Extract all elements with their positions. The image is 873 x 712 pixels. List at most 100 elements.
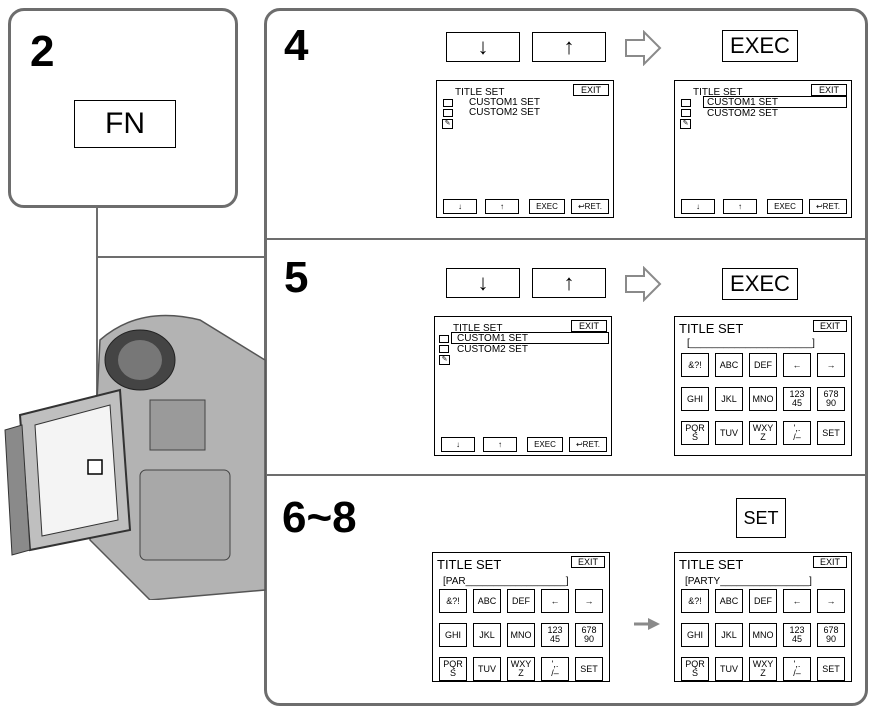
exit-button[interactable]: EXIT bbox=[573, 84, 609, 96]
screen-ret-button[interactable]: ↩RET. bbox=[571, 199, 609, 214]
menu-item-custom2[interactable]: CUSTOM2 SET bbox=[469, 107, 540, 118]
key-9[interactable]: 678 90 bbox=[575, 623, 603, 647]
key-8[interactable]: 123 45 bbox=[541, 623, 569, 647]
key-0[interactable]: &?! bbox=[681, 353, 709, 377]
key-14[interactable]: SET bbox=[575, 657, 603, 681]
key-13[interactable]: ',. /– bbox=[783, 421, 811, 445]
key-14[interactable]: SET bbox=[817, 421, 845, 445]
key-1[interactable]: ABC bbox=[473, 589, 501, 613]
exit-button[interactable]: EXIT bbox=[811, 84, 847, 96]
exit-button[interactable]: EXIT bbox=[571, 556, 605, 568]
screen-up-button[interactable]: ↑ bbox=[483, 437, 517, 452]
screen-down-button[interactable]: ↓ bbox=[443, 199, 477, 214]
return-icon: ↩ bbox=[815, 201, 823, 211]
key-0[interactable]: &?! bbox=[439, 589, 467, 613]
menu-item-custom2[interactable]: CUSTOM2 SET bbox=[707, 108, 778, 119]
screen-exec-button[interactable]: EXEC bbox=[527, 437, 563, 452]
key-8[interactable]: 123 45 bbox=[783, 387, 811, 411]
folder-icon bbox=[439, 345, 449, 353]
keyboard-title: TITLE SET bbox=[437, 557, 502, 572]
screen-down-button[interactable]: ↓ bbox=[441, 437, 475, 452]
key-1[interactable]: ABC bbox=[715, 353, 743, 377]
exec-button[interactable]: EXEC bbox=[722, 268, 798, 300]
key-3[interactable]: ← bbox=[541, 589, 569, 613]
key-2[interactable]: DEF bbox=[507, 589, 535, 613]
fn-button[interactable]: FN bbox=[74, 100, 176, 148]
key-5[interactable]: GHI bbox=[681, 387, 709, 411]
key-12[interactable]: WXY Z bbox=[507, 657, 535, 681]
key-11[interactable]: TUV bbox=[715, 657, 743, 681]
key-11[interactable]: TUV bbox=[473, 657, 501, 681]
key-11[interactable]: TUV bbox=[715, 421, 743, 445]
key-6[interactable]: JKL bbox=[715, 387, 743, 411]
selected-row-highlight bbox=[451, 332, 609, 344]
menu-item-custom1[interactable]: CUSTOM1 SET bbox=[457, 333, 528, 344]
key-4[interactable]: → bbox=[575, 589, 603, 613]
key-0[interactable]: &?! bbox=[681, 589, 709, 613]
exit-button[interactable]: EXIT bbox=[813, 320, 847, 332]
menu-item-custom1[interactable]: CUSTOM1 SET bbox=[469, 97, 540, 108]
camcorder-illustration bbox=[4, 314, 266, 600]
key-9[interactable]: 678 90 bbox=[817, 387, 845, 411]
key-9[interactable]: 678 90 bbox=[817, 623, 845, 647]
key-2[interactable]: DEF bbox=[749, 353, 777, 377]
key-1[interactable]: ABC bbox=[715, 589, 743, 613]
text-field[interactable]: [PAR__________________] bbox=[443, 576, 569, 587]
screen-ret-button[interactable]: ↩RET. bbox=[809, 199, 847, 214]
screen-exec-button[interactable]: EXEC bbox=[767, 199, 803, 214]
key-4[interactable]: → bbox=[817, 353, 845, 377]
key-10[interactable]: PQR S bbox=[681, 657, 709, 681]
key-12[interactable]: WXY Z bbox=[749, 657, 777, 681]
ret-label: RET. bbox=[582, 439, 601, 449]
pen-icon: ✎ bbox=[680, 119, 691, 129]
key-7[interactable]: MNO bbox=[749, 623, 777, 647]
key-5[interactable]: GHI bbox=[439, 623, 467, 647]
key-10[interactable]: PQR S bbox=[439, 657, 467, 681]
keyboard-title: TITLE SET bbox=[679, 321, 744, 336]
exit-button[interactable]: EXIT bbox=[813, 556, 847, 568]
folder-icon bbox=[681, 109, 691, 117]
folder-icon bbox=[439, 335, 449, 343]
key-5[interactable]: GHI bbox=[681, 623, 709, 647]
ret-label: RET. bbox=[584, 201, 603, 211]
up-button[interactable]: ↑ bbox=[532, 32, 606, 62]
text-field[interactable]: [______________________] bbox=[687, 338, 815, 349]
key-14[interactable]: SET bbox=[817, 657, 845, 681]
key-7[interactable]: MNO bbox=[749, 387, 777, 411]
key-6[interactable]: JKL bbox=[715, 623, 743, 647]
divider-4-5 bbox=[266, 238, 866, 240]
down-button[interactable]: ↓ bbox=[446, 32, 520, 62]
down-button[interactable]: ↓ bbox=[446, 268, 520, 298]
set-button[interactable]: SET bbox=[736, 498, 786, 538]
key-3[interactable]: ← bbox=[783, 589, 811, 613]
return-icon: ↩ bbox=[575, 439, 583, 449]
menu-item-custom2[interactable]: CUSTOM2 SET bbox=[457, 344, 528, 355]
screen-exec-button[interactable]: EXEC bbox=[529, 199, 565, 214]
menu-item-custom1[interactable]: CUSTOM1 SET bbox=[707, 97, 778, 108]
key-3[interactable]: ← bbox=[783, 353, 811, 377]
key-7[interactable]: MNO bbox=[507, 623, 535, 647]
key-4[interactable]: → bbox=[817, 589, 845, 613]
key-13[interactable]: ',. /– bbox=[541, 657, 569, 681]
exec-button[interactable]: EXEC bbox=[722, 30, 798, 62]
text-field[interactable]: [PARTY________________] bbox=[685, 576, 812, 587]
key-2[interactable]: DEF bbox=[749, 589, 777, 613]
screen-up-button[interactable]: ↑ bbox=[723, 199, 757, 214]
step68-number: 6~8 bbox=[282, 493, 357, 542]
exit-button[interactable]: EXIT bbox=[571, 320, 607, 332]
screen-down-button[interactable]: ↓ bbox=[681, 199, 715, 214]
key-10[interactable]: PQR S bbox=[681, 421, 709, 445]
folder-icon bbox=[681, 99, 691, 107]
key-13[interactable]: ',. /– bbox=[783, 657, 811, 681]
up-button[interactable]: ↑ bbox=[532, 268, 606, 298]
key-6[interactable]: JKL bbox=[473, 623, 501, 647]
screen-up-button[interactable]: ↑ bbox=[485, 199, 519, 214]
key-8[interactable]: 123 45 bbox=[783, 623, 811, 647]
menu-screen-4a: TITLE SET EXIT CUSTOM1 SET CUSTOM2 SET ✎… bbox=[436, 80, 614, 218]
next-arrow-icon bbox=[625, 266, 662, 302]
step5-number: 5 bbox=[284, 253, 309, 302]
screen-ret-button[interactable]: ↩RET. bbox=[569, 437, 607, 452]
step2-number: 2 bbox=[30, 27, 55, 76]
key-12[interactable]: WXY Z bbox=[749, 421, 777, 445]
keyboard-screen-5b: TITLE SET EXIT [______________________] … bbox=[674, 316, 852, 456]
